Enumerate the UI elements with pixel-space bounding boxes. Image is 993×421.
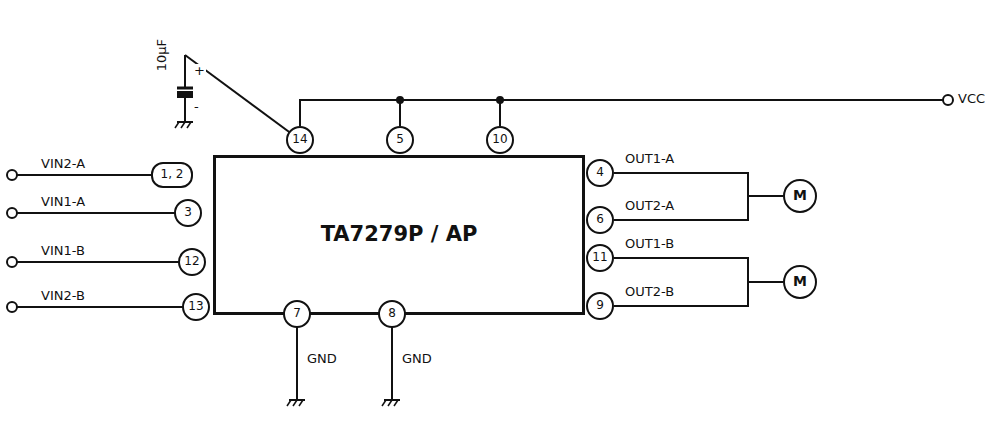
ground-symbol bbox=[187, 122, 191, 128]
ground-symbol bbox=[388, 400, 392, 406]
supply-label: VCC bbox=[957, 92, 986, 106]
input-terminal bbox=[7, 208, 17, 218]
motor-symbol: M bbox=[783, 265, 817, 299]
pin-number: 11 bbox=[592, 251, 607, 264]
ground-symbol bbox=[287, 400, 291, 406]
pin-number: 9 bbox=[596, 299, 604, 312]
vcc-rail bbox=[500, 99, 943, 101]
pin-number: 10 bbox=[486, 126, 514, 154]
motor-label: M bbox=[793, 274, 807, 289]
input-wire bbox=[17, 212, 185, 214]
pin-number: 4 bbox=[596, 166, 604, 179]
wire bbox=[400, 100, 500, 126]
part-number: TA7279P / AP bbox=[321, 223, 478, 246]
pin-number: 12 bbox=[178, 248, 206, 276]
cap-lead bbox=[184, 55, 186, 88]
ic-package: TA7279P / AP bbox=[213, 155, 585, 315]
pin-number: 3 bbox=[184, 206, 192, 219]
motor-symbol: M bbox=[783, 179, 817, 213]
polarity-mark: + bbox=[193, 64, 206, 78]
output-name: OUT1-B bbox=[624, 237, 675, 251]
pin-number: 8 bbox=[388, 307, 396, 320]
vcc-terminal bbox=[943, 95, 953, 105]
pin-number: 11 bbox=[586, 244, 614, 272]
ground-label: GND bbox=[306, 352, 338, 366]
input-terminal bbox=[7, 257, 17, 267]
signal-name: VIN2-B bbox=[40, 289, 86, 303]
pin-number: 3 bbox=[174, 199, 202, 227]
capacitor-value: 10μF bbox=[155, 38, 169, 72]
pin-number: 12 bbox=[184, 255, 199, 268]
pin-number: 13 bbox=[182, 293, 210, 321]
pin-number: 7 bbox=[283, 300, 311, 328]
pin-number: 13 bbox=[188, 300, 203, 313]
motor-label: M bbox=[793, 188, 807, 203]
ground-symbol bbox=[175, 122, 179, 128]
ground-label: GND bbox=[401, 352, 433, 366]
ground-symbol bbox=[382, 400, 386, 406]
output-name: OUT1-A bbox=[624, 152, 675, 166]
pin-number: 14 bbox=[292, 133, 307, 146]
pin-number: 1, 2 bbox=[161, 168, 184, 181]
pin-number: 8 bbox=[378, 300, 406, 328]
pin-number: 10 bbox=[492, 133, 507, 146]
polarity-mark: - bbox=[193, 100, 200, 114]
cap-lead bbox=[185, 55, 300, 140]
ground-symbol bbox=[293, 400, 297, 406]
wire bbox=[614, 258, 783, 282]
wire bbox=[300, 100, 400, 126]
ground-symbol bbox=[181, 122, 185, 128]
pin-number: 7 bbox=[293, 307, 301, 320]
wire bbox=[614, 196, 783, 220]
ground-symbol bbox=[394, 400, 398, 406]
wire bbox=[614, 282, 783, 306]
cap-plate bbox=[178, 92, 192, 97]
pin-number: 6 bbox=[596, 213, 604, 226]
input-wire bbox=[17, 261, 190, 263]
input-wire bbox=[17, 306, 194, 308]
output-name: OUT2-B bbox=[624, 285, 675, 299]
signal-name: VIN2-A bbox=[40, 157, 86, 171]
pin-number: 6 bbox=[586, 206, 614, 234]
cap-lead bbox=[184, 97, 186, 122]
pin-number: 1, 2 bbox=[151, 162, 194, 188]
input-wire bbox=[17, 174, 160, 176]
pin-number: 14 bbox=[286, 126, 314, 154]
cap-plate bbox=[177, 87, 193, 90]
wire bbox=[614, 173, 783, 196]
pin-number: 4 bbox=[586, 159, 614, 187]
pin-number: 5 bbox=[386, 126, 414, 154]
ground-symbol bbox=[299, 400, 303, 406]
signal-name: VIN1-B bbox=[40, 244, 86, 258]
output-name: OUT2-A bbox=[624, 199, 675, 213]
pin-number: 9 bbox=[586, 292, 614, 320]
signal-name: VIN1-A bbox=[40, 195, 86, 209]
input-terminal bbox=[7, 302, 17, 312]
input-terminal bbox=[7, 170, 17, 180]
pin-number: 5 bbox=[396, 133, 404, 146]
